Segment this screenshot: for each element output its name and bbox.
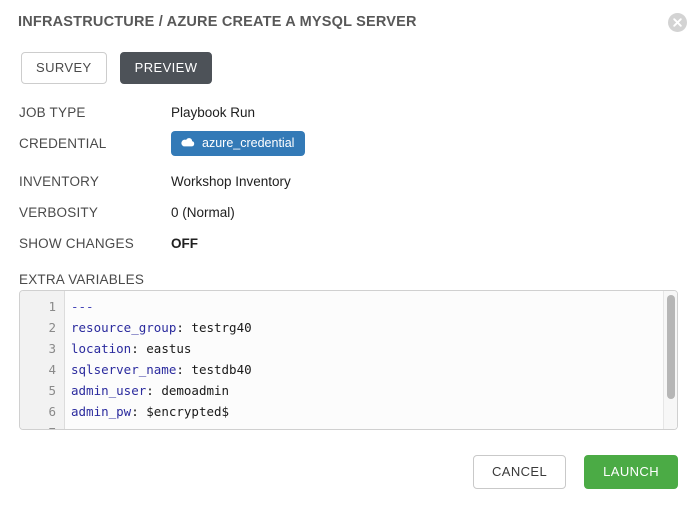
editor-line: sqlserver_name: testdb40 <box>71 359 677 380</box>
yaml-value: eastus <box>138 341 192 356</box>
page-title: INFRASTRUCTURE / AZURE CREATE A MYSQL SE… <box>18 14 417 30</box>
yaml-key: admin_user <box>71 383 147 398</box>
detail-value-show-changes: OFF <box>171 236 198 251</box>
editor-line-number: 4 <box>48 362 56 377</box>
editor-line: resource_group: testrg40 <box>71 317 677 338</box>
detail-value-inventory: Workshop Inventory <box>171 174 291 189</box>
detail-row-verbosity: VERBOSITY 0 (Normal) <box>19 203 539 223</box>
editor-line-number: 5 <box>48 383 56 398</box>
close-icon[interactable] <box>668 13 687 32</box>
editor-code-area[interactable]: --- resource_group: testrg40 location: e… <box>65 291 677 429</box>
detail-label-show-changes: SHOW CHANGES <box>19 236 134 251</box>
editor-line: --- <box>71 296 677 317</box>
yaml-key: admin_pw <box>71 404 132 419</box>
detail-label-verbosity: VERBOSITY <box>19 205 99 220</box>
detail-label-credential: CREDENTIAL <box>19 136 107 151</box>
yaml-colon: : <box>131 341 139 356</box>
yaml-key: resource_group <box>71 320 177 335</box>
detail-value-job-type: Playbook Run <box>171 105 256 120</box>
editor-line-number: 6 <box>48 404 56 419</box>
yaml-value: demoadmin <box>153 383 230 398</box>
yaml-value: testdb40 <box>183 362 252 377</box>
yaml-value: testrg40 <box>183 320 252 335</box>
editor-line: admin_pw: $encrypted$ <box>71 401 677 422</box>
detail-row-job-type: JOB TYPE Playbook Run <box>19 103 539 123</box>
tab-survey[interactable]: SURVEY <box>21 52 107 84</box>
detail-value-verbosity: 0 (Normal) <box>171 205 235 220</box>
yaml-colon: : <box>146 383 154 398</box>
editor-line: location: eastus <box>71 338 677 359</box>
editor-line: admin_user: demoadmin <box>71 380 677 401</box>
credential-badge-label: azure_credential <box>202 136 295 150</box>
yaml-key: location <box>71 341 132 356</box>
dialog-tabbar: SURVEY PREVIEW <box>21 52 213 84</box>
extra-variables-editor[interactable]: 1 2 3 4 5 6 7 --- resource_group: testrg… <box>19 290 678 430</box>
editor-line-number: 3 <box>48 341 56 356</box>
editor-line-number-gutter: 1 2 3 4 5 6 7 <box>20 291 65 429</box>
editor-scrollbar-thumb[interactable] <box>667 295 675 399</box>
yaml-colon: : <box>176 320 184 335</box>
cloud-icon <box>181 136 195 150</box>
extra-variables-label: EXTRA VARIABLES <box>19 272 145 287</box>
detail-label-job-type: JOB TYPE <box>19 105 86 120</box>
editor-vertical-scrollbar[interactable] <box>663 291 677 429</box>
job-details: JOB TYPE Playbook Run CREDENTIAL azure_c… <box>19 103 539 265</box>
yaml-value: $encrypted$ <box>138 404 230 419</box>
cancel-button[interactable]: CANCEL <box>473 455 567 489</box>
yaml-colon: : <box>131 404 139 419</box>
editor-line-number: 7 <box>20 422 64 429</box>
detail-label-inventory: INVENTORY <box>19 174 100 189</box>
editor-line-number: 2 <box>48 320 56 335</box>
dialog-header: INFRASTRUCTURE / AZURE CREATE A MYSQL SE… <box>18 12 680 40</box>
detail-row-show-changes: SHOW CHANGES OFF <box>19 234 539 254</box>
tab-preview[interactable]: PREVIEW <box>119 52 213 84</box>
yaml-colon: : <box>176 362 184 377</box>
yaml-key: sqlserver_name <box>71 362 177 377</box>
editor-line-number: 1 <box>48 299 56 314</box>
detail-row-credential: CREDENTIAL azure_credential <box>19 131 539 156</box>
credential-badge[interactable]: azure_credential <box>171 131 306 156</box>
yaml-doc-marker: --- <box>71 299 94 314</box>
dialog-footer: CANCEL LAUNCH <box>473 455 678 489</box>
launch-button[interactable]: LAUNCH <box>584 455 678 489</box>
detail-row-inventory: INVENTORY Workshop Inventory <box>19 172 539 192</box>
